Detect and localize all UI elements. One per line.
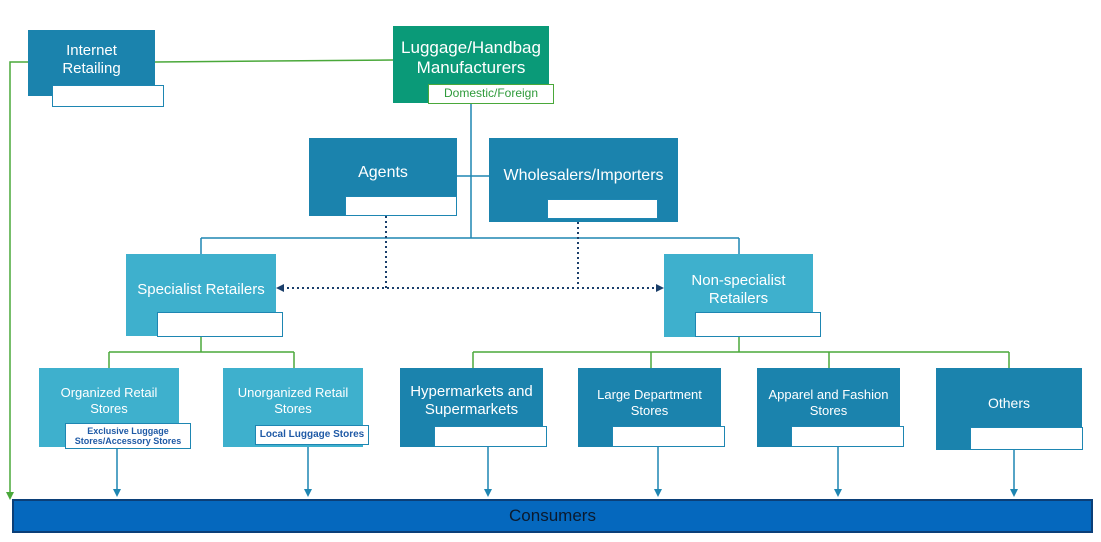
consumers-label: Consumers: [509, 506, 596, 525]
others-tag: [970, 427, 1083, 450]
department-stores-tag: [612, 426, 725, 447]
unorganized-retail-label: Unorganized Retail Stores: [237, 385, 349, 416]
non-specialist-retailers-label: Non-specialist Retailers: [691, 272, 786, 307]
non-specialist-retailers-tag: [695, 312, 821, 337]
manufacturers-tag: Domestic/Foreign: [428, 84, 554, 104]
internet-retailing-tag: [52, 85, 164, 107]
hypermarkets-label: Hypermarkets and Supermarkets: [410, 383, 533, 418]
internet-retailing-label: Internet Retailing: [62, 42, 121, 77]
others-label: Others: [987, 395, 1030, 411]
unorganized-retail-tag: Local Luggage Stores: [255, 425, 369, 445]
wholesalers-tag: [547, 199, 658, 219]
agents-label: Agents: [358, 164, 408, 181]
internet-to-manufacturers-line: [154, 59, 394, 63]
wholesalers-label: Wholesalers/Importers: [503, 167, 664, 184]
consumers-bar: Consumers: [12, 499, 1093, 533]
specialist-retailers-label: Specialist Retailers: [137, 281, 265, 298]
apparel-stores-label: Apparel and Fashion Stores: [768, 387, 889, 418]
organized-retail-tag: Exclusive Luggage Stores/Accessory Store…: [65, 423, 191, 449]
agents-tag: [345, 196, 457, 216]
apparel-stores-tag: [791, 426, 904, 447]
internet-to-consumers-line: [6, 61, 28, 500]
organized-retail-label: Organized Retail Stores: [60, 385, 158, 416]
hypermarkets-tag: [434, 426, 547, 447]
department-stores-label: Large Department Stores: [597, 387, 702, 418]
specialist-retailers-tag: [157, 312, 283, 337]
manufacturers-label: Luggage/Handbag Manufacturers: [401, 38, 541, 78]
